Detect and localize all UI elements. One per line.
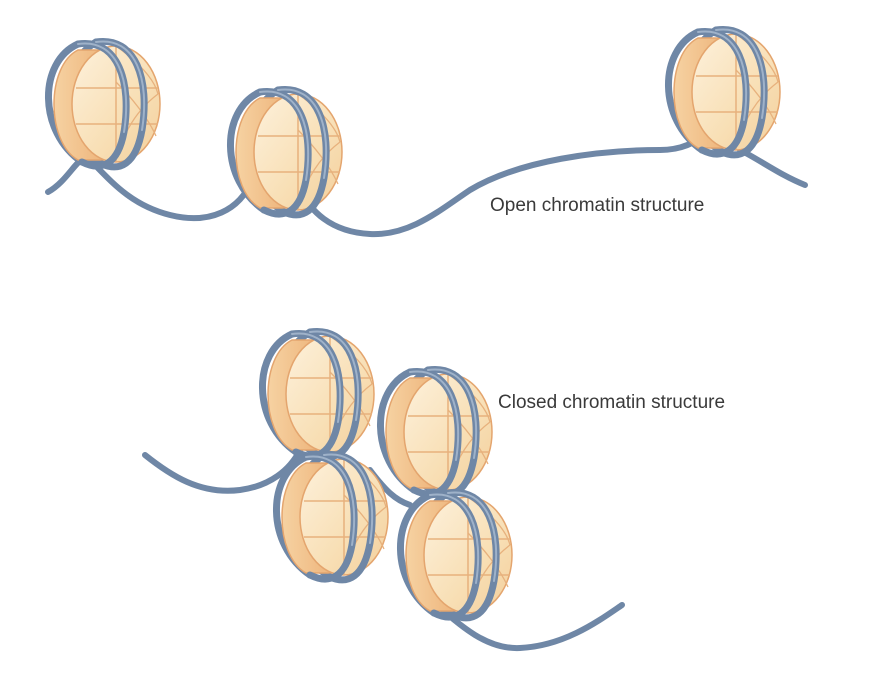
- closed-chromatin-label: Closed chromatin structure: [498, 392, 726, 413]
- closed-nucleosome-front-right: [400, 492, 512, 617]
- closed-linker-dna-left: [142, 447, 303, 494]
- closed-chromatin: [142, 331, 625, 652]
- closed-nucleosome-front-left: [276, 454, 388, 579]
- open-chromatin: [48, 29, 808, 238]
- open-nucleosome-3: [668, 29, 780, 154]
- open-chromatin-label: Open chromatin structure: [490, 195, 705, 216]
- closed-nucleosome-back-left: [262, 331, 374, 456]
- closed-nucleosome-back-right: [380, 369, 492, 494]
- open-nucleosome-2: [230, 89, 342, 214]
- open-nucleosome-1: [48, 41, 160, 166]
